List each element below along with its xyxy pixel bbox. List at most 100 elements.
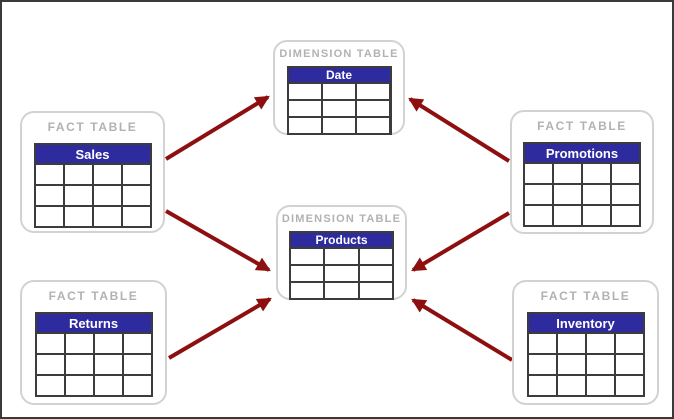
card-dimension-products: DIMENSION TABLE Products <box>276 205 407 300</box>
card-dimension-date: DIMENSION TABLE Date <box>273 40 405 135</box>
table-cell <box>528 334 556 353</box>
table-products: Products <box>289 231 394 300</box>
table-cell <box>35 207 63 226</box>
table-cell <box>35 186 63 205</box>
table-cell <box>123 334 151 353</box>
table-header-sales: Sales <box>35 145 150 165</box>
table-cell <box>557 334 585 353</box>
table-cell <box>36 334 64 353</box>
arrow-sales-to-date <box>164 95 270 161</box>
table-promotions: Promotions <box>523 142 641 227</box>
table-cell <box>65 376 93 395</box>
table-header-products: Products <box>291 233 392 249</box>
table-cell <box>554 185 581 204</box>
table-cell <box>291 249 324 264</box>
card-kind-label: FACT TABLE <box>48 289 139 303</box>
table-cell <box>357 101 390 116</box>
table-cell <box>322 101 356 116</box>
table-cell <box>357 118 390 133</box>
card-fact-inventory: FACT TABLE Inventory <box>512 280 659 405</box>
table-cell <box>122 207 150 226</box>
table-cell <box>65 334 93 353</box>
table-cell <box>612 164 639 183</box>
table-grid <box>528 334 643 395</box>
arrow-promotions-to-date <box>408 97 511 163</box>
table-cell <box>615 355 643 374</box>
table-cell <box>123 376 151 395</box>
table-cell <box>612 206 639 225</box>
card-kind-label: DIMENSION TABLE <box>279 48 399 60</box>
table-cell <box>525 185 552 204</box>
card-kind-label: DIMENSION TABLE <box>281 213 402 225</box>
table-cell <box>586 376 614 395</box>
table-grid <box>35 165 150 226</box>
table-cell <box>325 283 358 298</box>
table-cell <box>528 355 556 374</box>
table-cell <box>64 165 92 184</box>
table-cell <box>615 334 643 353</box>
table-header-date: Date <box>288 68 390 84</box>
table-cell <box>291 266 324 281</box>
table-cell <box>583 164 610 183</box>
table-cell <box>615 376 643 395</box>
table-grid <box>291 249 392 298</box>
table-header-promotions: Promotions <box>525 144 639 164</box>
table-cell <box>288 84 321 99</box>
table-cell <box>554 206 581 225</box>
table-cell <box>325 249 358 264</box>
table-cell <box>122 186 150 205</box>
table-date: Date <box>286 66 392 135</box>
table-grid <box>525 164 639 225</box>
table-cell <box>554 164 581 183</box>
table-cell <box>291 283 324 298</box>
arrow-inventory-to-products <box>411 298 514 362</box>
table-cell <box>93 165 121 184</box>
table-cell <box>525 164 552 183</box>
table-returns: Returns <box>34 312 153 397</box>
table-cell <box>93 186 121 205</box>
table-cell <box>65 355 93 374</box>
table-cell <box>359 283 392 298</box>
table-cell <box>612 185 639 204</box>
card-kind-label: FACT TABLE <box>47 120 138 134</box>
table-header-returns: Returns <box>36 314 151 334</box>
table-cell <box>288 118 321 133</box>
table-grid <box>36 334 151 395</box>
table-cell <box>122 165 150 184</box>
card-fact-returns: FACT TABLE Returns <box>20 280 167 405</box>
card-fact-promotions: FACT TABLE Promotions <box>510 110 654 234</box>
table-cell <box>36 355 64 374</box>
table-cell <box>325 266 358 281</box>
table-cell <box>357 84 390 99</box>
table-cell <box>93 207 121 226</box>
table-cell <box>557 376 585 395</box>
table-cell <box>123 355 151 374</box>
arrow-returns-to-products <box>167 297 272 360</box>
table-cell <box>583 185 610 204</box>
table-cell <box>359 266 392 281</box>
table-cell <box>64 186 92 205</box>
arrow-promotions-to-products <box>411 211 511 272</box>
table-inventory: Inventory <box>526 312 645 397</box>
card-fact-sales: FACT TABLE Sales <box>20 111 165 233</box>
table-cell <box>586 355 614 374</box>
table-cell <box>94 376 122 395</box>
table-cell <box>94 334 122 353</box>
table-header-inventory: Inventory <box>528 314 643 334</box>
table-cell <box>557 355 585 374</box>
table-cell <box>586 334 614 353</box>
table-cell <box>35 165 63 184</box>
table-cell <box>322 84 356 99</box>
table-cell <box>525 206 552 225</box>
table-cell <box>359 249 392 264</box>
table-cell <box>64 207 92 226</box>
table-cell <box>288 101 321 116</box>
card-kind-label: FACT TABLE <box>537 119 627 133</box>
table-cell <box>528 376 556 395</box>
arrow-sales-to-products <box>165 209 271 272</box>
card-kind-label: FACT TABLE <box>540 289 631 303</box>
table-cell <box>94 355 122 374</box>
table-cell <box>583 206 610 225</box>
table-sales: Sales <box>33 143 152 228</box>
